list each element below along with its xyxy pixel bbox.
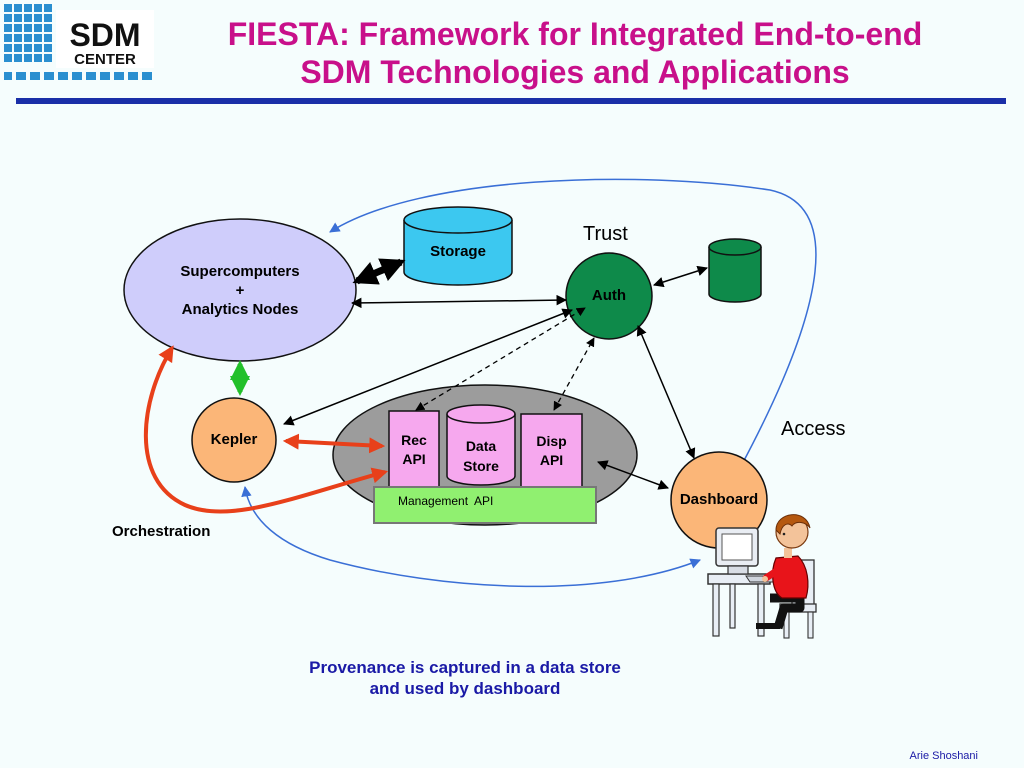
arrow-disp-dashboard bbox=[597, 460, 669, 490]
logo-bottom-text: CENTER bbox=[74, 51, 136, 68]
disp-api-label-line-1: Disp bbox=[536, 433, 567, 449]
disp-api-label-line-2: API bbox=[539, 452, 564, 468]
person-at-computer-icon bbox=[707, 514, 817, 639]
title-rule bbox=[16, 98, 1006, 104]
dashed-arrow-disp-auth bbox=[553, 337, 595, 411]
rec-api-label: Rec API bbox=[389, 431, 439, 469]
disp-api-label: Disp API bbox=[521, 432, 582, 470]
sdm-center-logo: SDM CENTER bbox=[4, 4, 154, 80]
data-store-label: Data Store bbox=[447, 436, 515, 476]
logo-grid-icon bbox=[4, 4, 152, 80]
supercomputers-label: Supercomputers + Analytics Nodes bbox=[160, 262, 320, 319]
slide-title-line-2: SDM Technologies and Applications bbox=[300, 54, 850, 90]
dashboard-label: Dashboard bbox=[679, 491, 759, 508]
supercomputers-label-line-3: Analytics Nodes bbox=[181, 301, 299, 318]
arrow-auth-db bbox=[653, 265, 708, 288]
rec-api-label-line-1: Rec bbox=[401, 432, 427, 448]
auth-label: Auth bbox=[591, 287, 627, 304]
trust-label: Trust bbox=[583, 223, 628, 245]
access-label: Access bbox=[781, 418, 846, 440]
dashed-arrow-rec-auth bbox=[415, 307, 586, 411]
kepler-label: Kepler bbox=[210, 431, 258, 448]
supercomputers-label-line-2: + bbox=[235, 282, 245, 299]
management-api-bar bbox=[373, 486, 597, 524]
storage-label: Storage bbox=[430, 243, 486, 260]
logo-panel bbox=[56, 10, 154, 68]
management-api-label: Management API bbox=[398, 494, 494, 508]
author-credit: Arie Shoshani bbox=[909, 750, 979, 762]
rec-api-label-line-2: API bbox=[402, 451, 426, 467]
access-arrow-top bbox=[329, 178, 817, 469]
auth-database-cylinder bbox=[708, 238, 762, 303]
orchestration-label: Orchestration bbox=[112, 523, 211, 540]
arrow-auth-dashboard bbox=[636, 325, 696, 459]
data-store-label-line-2: Store bbox=[463, 458, 499, 474]
provenance-note-line-2: and used by dashboard bbox=[369, 679, 561, 698]
slide-title-line-1: FIESTA: Framework for Integrated End-to-… bbox=[227, 16, 923, 52]
storage-cylinder bbox=[403, 206, 513, 286]
arrow-super-storage bbox=[352, 258, 406, 285]
orchestration-arrow bbox=[143, 345, 389, 514]
arrow-super-auth bbox=[350, 294, 568, 309]
supercomputers-label-line-1: Supercomputers bbox=[180, 263, 300, 280]
provenance-note-line-1: Provenance is captured in a data store bbox=[309, 658, 621, 677]
logo-top-text: SDM bbox=[69, 17, 140, 53]
access-arrow-bottom bbox=[241, 485, 701, 588]
data-store-label-line-1: Data bbox=[465, 438, 497, 454]
